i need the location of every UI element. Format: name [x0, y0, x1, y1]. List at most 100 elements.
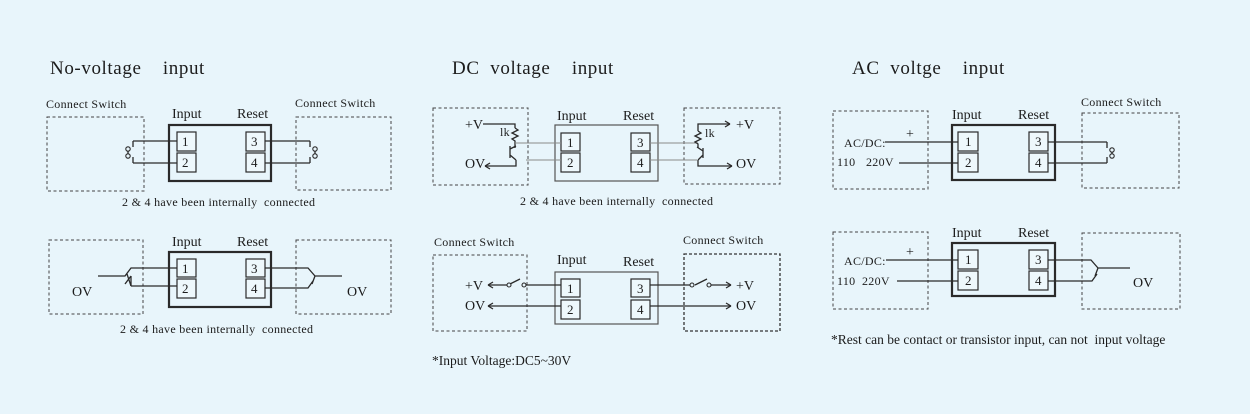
ov-label: OV: [1133, 276, 1153, 291]
input-voltage-note: *Input Voltage:DC5~30V: [432, 353, 571, 368]
pin-2-label: 2: [567, 155, 574, 170]
input-label: Input: [557, 253, 587, 268]
module-box: [167, 250, 273, 309]
reset-label: Reset: [237, 107, 268, 122]
connect-switch-label: Connect Switch: [1081, 95, 1162, 109]
pin-4-label: 4: [251, 281, 258, 296]
connect-switch-label: Connect Switch: [434, 235, 515, 249]
wire: [98, 267, 177, 287]
source-box-left: [832, 110, 929, 190]
pin-4-label: 4: [1035, 155, 1042, 170]
pin-3-label: 3: [1035, 252, 1042, 267]
wire: [885, 141, 958, 164]
contact-switch: [127, 141, 134, 163]
resistor-label: lk: [500, 125, 510, 139]
terminal-3: [630, 132, 651, 152]
terminal-2: [560, 152, 581, 173]
pin-4-label: 4: [251, 155, 258, 170]
ov-label: OV: [72, 285, 92, 300]
plus-v-label: +V: [465, 118, 483, 133]
rest-note: *Rest can be contact or transistor input…: [831, 332, 1165, 347]
dc-voltage-diagram-switch: Connect Switch Connect Switch Input Rese…: [432, 233, 781, 368]
module-box: [167, 123, 273, 183]
heading-dc-voltage-input: DC voltage input: [452, 58, 614, 79]
module-box: [950, 241, 1057, 298]
module-box: [950, 123, 1057, 182]
no-voltage-diagram-ov: Input Reset 1 2 3 4 OV OV 2 & 4 have bee…: [48, 235, 392, 336]
internal-connected-note: 2 & 4 have been internally connected: [122, 195, 315, 209]
pin-4-label: 4: [1035, 273, 1042, 288]
pin-1-label: 1: [965, 134, 972, 149]
ac-dc-label: AC/DC:: [844, 136, 886, 150]
pin-4-label: 4: [637, 302, 644, 317]
reset-label: Reset: [623, 109, 654, 124]
pin-2-label: 2: [965, 155, 972, 170]
contact-switch: [1048, 141, 1113, 164]
contact-switch: [650, 278, 731, 286]
switch-box-right: [295, 116, 392, 191]
pin-3-label: 3: [251, 261, 258, 276]
pin-3-label: 3: [1035, 134, 1042, 149]
reset-label: Reset: [1018, 108, 1049, 123]
plus-label: +: [906, 245, 914, 260]
switch-box-right: [683, 107, 781, 185]
switch-box-right: [1081, 112, 1180, 189]
plus-v-label: +V: [736, 118, 754, 133]
terminal-1: [560, 278, 581, 298]
plus-v-label: +V: [736, 279, 754, 294]
switch-box-left: [432, 107, 529, 186]
module-box: [554, 124, 659, 182]
ov-label: OV: [465, 157, 485, 172]
pin-3-label: 3: [637, 281, 644, 296]
wire: [886, 259, 958, 282]
switch-box-right: [1081, 232, 1181, 310]
ac-voltage-diagram-switch: Connect Switch Input Reset 1 2 3 4 AC/DC…: [832, 95, 1180, 190]
switch-box-left: [432, 254, 528, 332]
reset-label: Reset: [237, 235, 268, 250]
input-label: Input: [172, 107, 202, 122]
volt-110-label: 110: [837, 155, 855, 169]
heading-no-voltage-input: No-voltage input: [50, 58, 205, 79]
volt-110-label: 110: [837, 274, 855, 288]
no-voltage-diagram-switch: Connect Switch Connect Switch Input Rese…: [46, 96, 392, 209]
internal-connected-note: 2 & 4 have been internally connected: [520, 194, 713, 208]
terminal-1: [560, 132, 581, 152]
pin-1-label: 1: [965, 252, 972, 267]
resistor: [693, 123, 730, 148]
pin-2-label: 2: [182, 281, 189, 296]
input-label: Input: [952, 108, 982, 123]
ac-voltage-diagram-ov: Input Reset 1 2 3 4 AC/DC: 110 220V + OV…: [831, 226, 1181, 347]
input-label: Input: [952, 226, 982, 241]
heading-ac-voltage-input: AC voltge input: [852, 58, 1005, 79]
resistor: [510, 127, 520, 148]
terminal-2: [560, 299, 581, 320]
wire: [265, 140, 310, 164]
pin-1-label: 1: [182, 261, 189, 276]
resistor-label: lk: [705, 126, 715, 140]
dc-voltage-diagram-transistor: Input Reset 1 2 3 4 +V OV +V OV lk lk 2 …: [432, 107, 781, 208]
switch-box-right: [295, 239, 392, 315]
ac-dc-label: AC/DC:: [844, 254, 886, 268]
reset-label: Reset: [623, 255, 654, 270]
connect-switch-label: Connect Switch: [683, 233, 764, 247]
volt-220-label: 220V: [866, 155, 894, 169]
reset-label: Reset: [1018, 226, 1049, 241]
pin-3-label: 3: [637, 135, 644, 150]
pin-1-label: 1: [567, 281, 574, 296]
input-label: Input: [557, 109, 587, 124]
wire: [133, 140, 177, 164]
plus-v-label: +V: [465, 279, 483, 294]
switch-box-left: [46, 116, 145, 192]
internal-connected-note: 2 & 4 have been internally connected: [120, 322, 313, 336]
pin-2-label: 2: [182, 155, 189, 170]
plus-label: +: [906, 127, 914, 142]
wire: [1048, 259, 1130, 282]
pin-1-label: 1: [567, 135, 574, 150]
terminal-4: [630, 299, 651, 320]
wire: [265, 267, 342, 289]
terminal-2: [176, 278, 197, 299]
connect-switch-label: Connect Switch: [46, 97, 127, 111]
pin-4-label: 4: [637, 155, 644, 170]
switch-box-right: [683, 253, 781, 332]
